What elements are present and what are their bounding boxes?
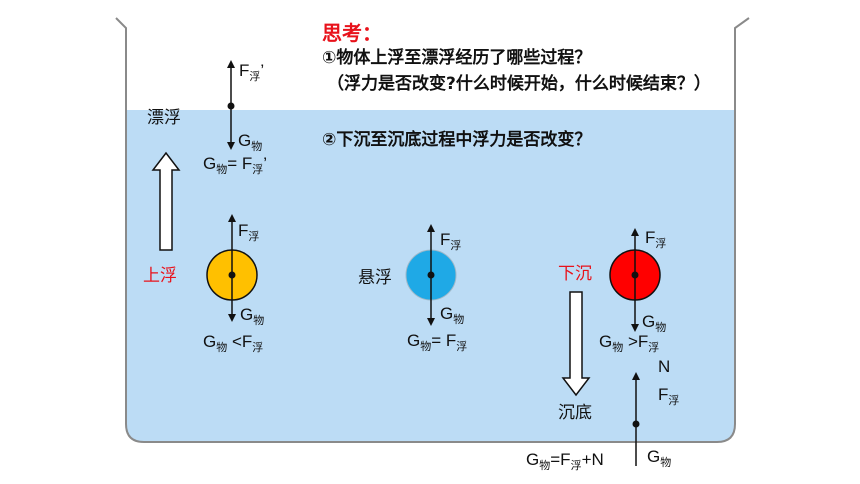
sinking-center-dot bbox=[631, 271, 639, 279]
sinking-gravity-label: G物 bbox=[642, 312, 667, 334]
sinking-equation: G物 >F浮 bbox=[599, 332, 660, 354]
question-2: ②下沉至沉底过程中浮力是否改变？ bbox=[322, 130, 592, 150]
bottom-equation: G物=F浮+N bbox=[526, 450, 604, 472]
label-suspended: 悬浮 bbox=[358, 268, 392, 288]
sinking-big-arrow bbox=[561, 291, 591, 397]
suspended-equation: G物= F浮 bbox=[407, 331, 468, 353]
suspended-buoyant-label: F浮 bbox=[440, 230, 462, 252]
beaker-outline bbox=[115, 17, 750, 443]
floating-equation: G物= F浮’ bbox=[203, 154, 268, 176]
rising-gravity-label: G物 bbox=[240, 305, 265, 327]
sinking-buoyant-label: F浮 bbox=[645, 228, 667, 250]
rising-equation: G物 <F浮 bbox=[203, 332, 264, 354]
label-floating: 漂浮 bbox=[147, 108, 181, 128]
rising-center-dot bbox=[228, 271, 236, 279]
bottom-support-label: N bbox=[658, 357, 671, 376]
bottom-center-dot bbox=[632, 420, 640, 428]
floating-gravity-label: G物 bbox=[238, 131, 263, 153]
rising-buoyant-label: F浮 bbox=[238, 221, 260, 243]
floating-center-dot bbox=[227, 102, 235, 110]
bottom-gravity-label: G物 bbox=[647, 447, 672, 469]
question-1: ①物体上浮至漂浮经历了哪些过程？ bbox=[322, 48, 592, 68]
label-sinking: 下沉 bbox=[558, 264, 592, 284]
bottom-buoyant-label: F浮 bbox=[658, 385, 680, 407]
label-at-bottom: 沉底 bbox=[558, 403, 592, 423]
rising-big-arrow bbox=[151, 151, 181, 251]
suspended-center-dot bbox=[427, 271, 435, 279]
label-rising: 上浮 bbox=[143, 266, 177, 286]
thinking-title: 思考： bbox=[322, 21, 382, 45]
question-1-note: （浮力是否改变?什么时候开始，什么时候结束？） bbox=[327, 74, 711, 94]
suspended-gravity-label: G物 bbox=[440, 304, 465, 326]
floating-buoyant-label: F浮’ bbox=[239, 61, 265, 83]
